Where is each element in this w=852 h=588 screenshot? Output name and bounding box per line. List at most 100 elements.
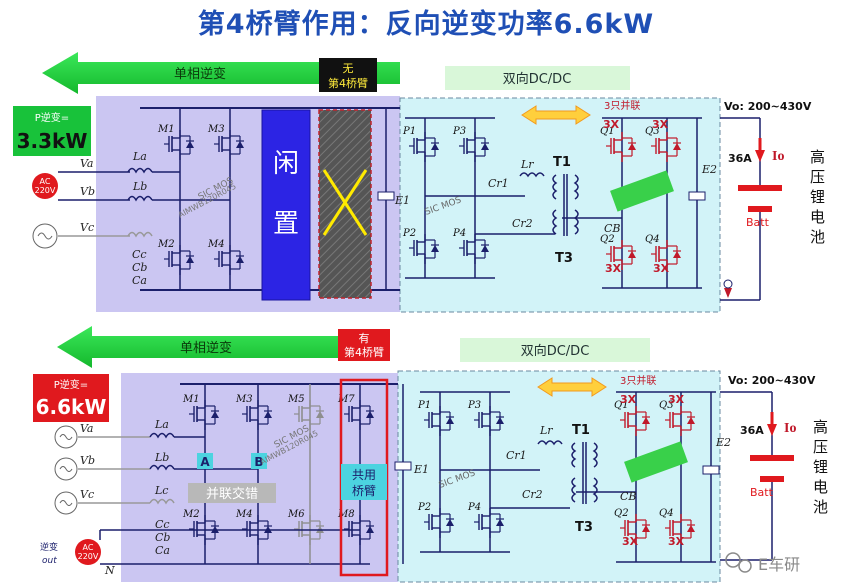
svg-text:E2: E2 bbox=[715, 436, 731, 449]
switch-label: P2 bbox=[417, 502, 431, 513]
svg-text:Ca: Ca bbox=[132, 274, 147, 287]
svg-text:锂: 锂 bbox=[813, 458, 828, 476]
svg-text:无: 无 bbox=[343, 62, 354, 75]
mosfet-switch: P4 bbox=[467, 502, 504, 538]
svg-text:La: La bbox=[132, 150, 147, 163]
switch-label: Q4 bbox=[659, 508, 674, 519]
svg-text:电: 电 bbox=[813, 478, 828, 496]
mosfet-switch: P2 bbox=[417, 502, 454, 538]
switch-label: M8 bbox=[337, 509, 355, 520]
svg-text:T3: T3 bbox=[575, 520, 593, 535]
svg-text:单相逆变: 单相逆变 bbox=[180, 340, 232, 356]
svg-text:锂: 锂 bbox=[810, 188, 825, 206]
svg-text:高: 高 bbox=[813, 418, 828, 436]
switch-label: Q2 bbox=[614, 508, 629, 519]
svg-text:Vc: Vc bbox=[80, 488, 94, 501]
svg-text:36A: 36A bbox=[740, 424, 764, 437]
mosfet-switch: Q1 bbox=[614, 400, 650, 436]
svg-text:36A: 36A bbox=[728, 152, 752, 165]
mosfet-switch: M1 bbox=[157, 124, 194, 160]
svg-text:220V: 220V bbox=[78, 552, 99, 561]
switch-label: P3 bbox=[452, 126, 466, 137]
battery-plate-neg bbox=[748, 206, 772, 212]
svg-text:Lc: Lc bbox=[154, 484, 168, 497]
svg-text:Vo: 200~430V: Vo: 200~430V bbox=[724, 100, 812, 113]
switch-label: M3 bbox=[207, 124, 225, 135]
switch-label: Q3 bbox=[645, 126, 660, 137]
switch-label: M2 bbox=[182, 509, 200, 520]
node-a bbox=[197, 453, 213, 469]
svg-text:220V: 220V bbox=[35, 186, 56, 195]
switch-label: P4 bbox=[452, 228, 466, 239]
arrow-label: 单相逆变 bbox=[174, 66, 226, 82]
battery-plate-neg bbox=[760, 476, 784, 482]
mosfet-switch: M2 bbox=[182, 509, 219, 545]
svg-text:桥臂: 桥臂 bbox=[352, 484, 376, 498]
svg-text:共用: 共用 bbox=[352, 468, 376, 482]
svg-text:并联交错: 并联交错 bbox=[206, 486, 258, 502]
svg-text:T3: T3 bbox=[555, 251, 573, 266]
svg-text:Vb: Vb bbox=[80, 454, 95, 467]
bidirectional-arrow bbox=[537, 377, 607, 397]
svg-text:AC: AC bbox=[40, 177, 51, 186]
svg-text:3只并联: 3只并联 bbox=[604, 99, 640, 112]
mosfet-switch: Q3 bbox=[645, 126, 681, 162]
mosfet-switch: M2 bbox=[157, 239, 194, 275]
sicd-label-box bbox=[624, 441, 688, 483]
mosfet-switch: M8 bbox=[337, 509, 374, 545]
current-arrow bbox=[755, 150, 765, 162]
mosfet-switch: M4 bbox=[207, 239, 244, 275]
switch-label: M1 bbox=[182, 394, 200, 405]
current-arrow bbox=[767, 424, 777, 436]
ac-source: AC 220V bbox=[32, 173, 58, 199]
svg-text:out: out bbox=[42, 556, 57, 566]
svg-text:池: 池 bbox=[813, 498, 828, 516]
svg-text:Io: Io bbox=[784, 421, 796, 436]
svg-text:E1: E1 bbox=[394, 194, 410, 207]
svg-text:Lb: Lb bbox=[132, 180, 147, 193]
power-box: P逆变= 6.6kW bbox=[33, 374, 109, 422]
bidirectional-arrow bbox=[521, 105, 591, 125]
mosfet-switch: P4 bbox=[452, 228, 489, 264]
mosfet-switch: M7 bbox=[337, 394, 374, 430]
phase-vb: Vb bbox=[80, 185, 95, 198]
svg-text:CB: CB bbox=[620, 490, 637, 503]
svg-text:3X: 3X bbox=[668, 535, 685, 548]
svg-text:逆变: 逆变 bbox=[40, 541, 58, 553]
svg-text:电: 电 bbox=[810, 208, 825, 226]
phase-vc: Vc bbox=[80, 221, 94, 234]
power-box: P逆变= 3.3kW bbox=[13, 106, 91, 156]
svg-text:置: 置 bbox=[273, 209, 299, 239]
page-title: 第4桥臂作用：反向逆变功率6.6kW bbox=[197, 9, 655, 40]
single-phase-inverter-arrow: 单相逆变 bbox=[57, 326, 338, 368]
svg-text:闲: 闲 bbox=[273, 149, 299, 179]
svg-text:La: La bbox=[154, 418, 169, 431]
svg-text:3X: 3X bbox=[653, 262, 670, 275]
e1-capacitor bbox=[394, 384, 412, 564]
svg-text:N: N bbox=[104, 564, 115, 577]
mosfet-switch: Q4 bbox=[659, 508, 695, 544]
switch-label: M5 bbox=[287, 394, 305, 405]
has-fourth-arm-badge: 有 第4桥臂 bbox=[338, 329, 390, 361]
switch-label: M4 bbox=[207, 239, 225, 250]
svg-text:第4桥臂: 第4桥臂 bbox=[344, 345, 384, 359]
svg-text:压: 压 bbox=[813, 438, 828, 456]
svg-text:CB: CB bbox=[604, 222, 621, 235]
battery-plate-pos bbox=[738, 185, 782, 191]
switch-label: M1 bbox=[157, 124, 175, 135]
mosfet-switch: P1 bbox=[402, 126, 439, 162]
shared-fourth-arm: 共用 桥臂 bbox=[339, 378, 389, 577]
svg-text:Cr1: Cr1 bbox=[488, 177, 509, 190]
watermark: E车研 bbox=[725, 552, 800, 574]
switch-label: P2 bbox=[402, 228, 416, 239]
single-phase-inverter-arrow: 单相逆变 bbox=[42, 52, 400, 94]
mosfet-switch: P2 bbox=[402, 228, 439, 264]
battery-plate-pos bbox=[750, 455, 794, 461]
dcdc-label-box bbox=[445, 66, 630, 90]
dcdc-label: 双向DC/DC bbox=[503, 71, 572, 87]
